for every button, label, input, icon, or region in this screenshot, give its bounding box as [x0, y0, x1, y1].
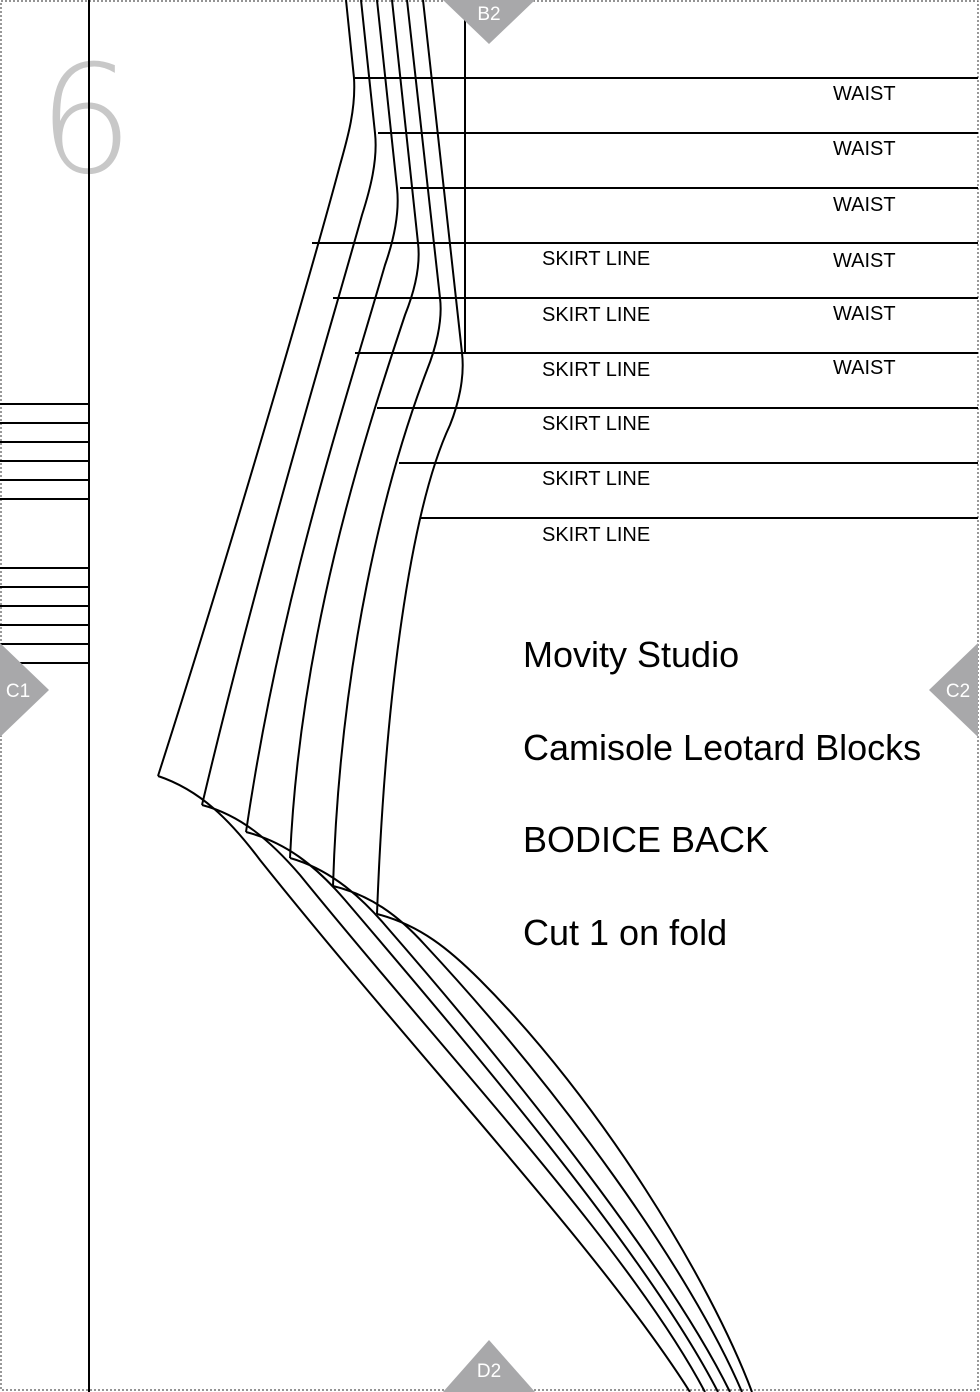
hem-curve: [332, 885, 743, 1392]
marker-left: C1: [0, 643, 49, 737]
waist-label: WAIST: [833, 250, 896, 272]
waist-label: WAIST: [833, 194, 896, 216]
marker-diamond-left: [0, 643, 49, 737]
marker-diamond-bottom: [443, 1340, 535, 1392]
side-seam-curves: [157, 0, 464, 915]
skirt-labels: SKIRT LINE SKIRT LINE SKIRT LINE SKIRT L…: [542, 248, 650, 546]
skirt-line-label: SKIRT LINE: [542, 304, 650, 326]
waist-label: WAIST: [833, 138, 896, 160]
side-seam-curve: [245, 0, 399, 833]
side-seam-curve: [157, 0, 356, 777]
cut-instruction: Cut 1 on fold: [523, 912, 727, 953]
side-seam-curve: [201, 0, 377, 806]
marker-left-label: C1: [6, 681, 30, 702]
hem-curves: [157, 775, 753, 1392]
marker-top: B2: [443, 0, 535, 44]
page-number: 6: [38, 34, 133, 208]
waist-label: WAIST: [833, 303, 896, 325]
waist-label: WAIST: [833, 357, 896, 379]
side-seam-curve: [376, 0, 464, 915]
waist-label: WAIST: [833, 83, 896, 105]
hem-curve: [376, 913, 753, 1392]
skirt-line-label: SKIRT LINE: [542, 524, 650, 546]
marker-bottom-label: D2: [477, 1361, 501, 1382]
skirt-lines: [377, 407, 978, 519]
skirt-line-label: SKIRT LINE: [542, 248, 650, 270]
skirt-line-label: SKIRT LINE: [542, 468, 650, 490]
marker-right: C2: [929, 643, 978, 737]
hem-curve: [289, 857, 731, 1392]
marker-diamond-top: [443, 0, 535, 44]
marker-bottom: D2: [443, 1340, 535, 1392]
marker-diamond-right: [929, 643, 978, 737]
brand-name: Movity Studio: [523, 634, 739, 675]
side-seam-curve: [289, 0, 420, 859]
skirt-line-label: SKIRT LINE: [542, 359, 650, 381]
title-block: Movity Studio Camisole Leotard Blocks BO…: [523, 634, 921, 953]
hem-curve: [157, 775, 691, 1392]
marker-right-label: C2: [946, 681, 970, 702]
hem-curve: [201, 804, 706, 1392]
skirt-line-label: SKIRT LINE: [542, 413, 650, 435]
marker-top-label: B2: [477, 4, 500, 25]
hem-curve: [245, 831, 719, 1392]
product-name: Camisole Leotard Blocks: [523, 727, 921, 768]
side-seam-curve: [332, 0, 442, 887]
piece-name: BODICE BACK: [523, 819, 769, 860]
waist-labels: WAIST WAIST WAIST WAIST WAIST WAIST: [833, 83, 896, 379]
left-ticks: [0, 403, 89, 664]
